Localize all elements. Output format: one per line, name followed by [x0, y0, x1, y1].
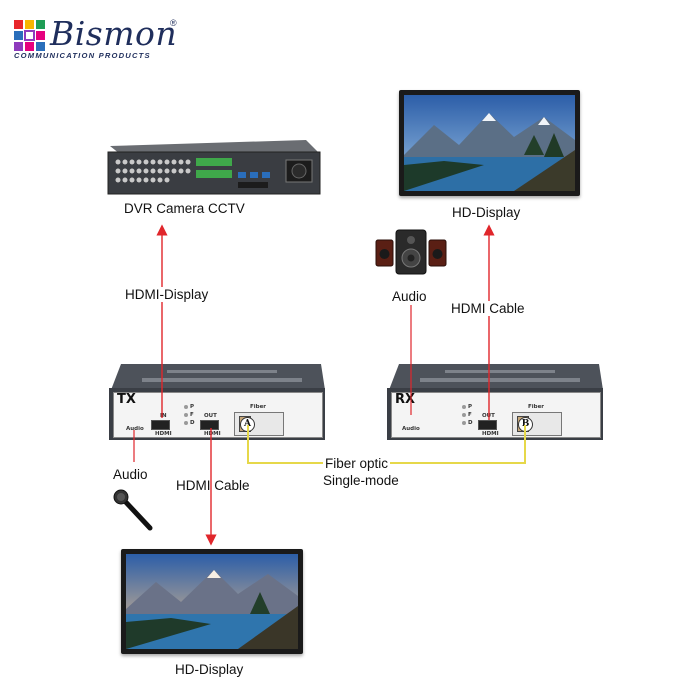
tx-led-d-label: D — [190, 420, 195, 426]
speaker-audio-label: Audio — [392, 289, 427, 304]
tx-led-f-label: F — [190, 412, 194, 418]
logo-brand-text: Bismon — [50, 14, 178, 53]
fiber-label-line2: Single-mode — [323, 473, 399, 488]
rx-hdmi-out-port — [478, 420, 497, 430]
dvr-device-icon — [107, 140, 321, 195]
logo-mark-icon — [14, 20, 45, 51]
hd-display-top-label: HD-Display — [452, 205, 521, 220]
tx-led-f — [184, 413, 188, 417]
tx-led-d — [184, 421, 188, 425]
landscape-image-icon — [404, 95, 575, 191]
rx-fiber-label: Fiber — [528, 404, 545, 410]
rx-led-p — [462, 405, 466, 409]
bismon-logo: Bismon ® COMMUNICATION PRODUCTS — [14, 14, 184, 66]
tx-hdmi-out-label: HDMI — [204, 431, 221, 437]
speaker-icon — [375, 229, 447, 275]
logo-tagline: COMMUNICATION PRODUCTS — [14, 51, 151, 60]
rx-converter: RX Audio P F D OUT HDMI Fiber B — [385, 362, 605, 442]
tx-audio-port-label: Audio — [126, 426, 144, 432]
rx-hdmi-out-label: HDMI — [482, 431, 499, 437]
microphone-icon — [113, 489, 153, 531]
tx-led-p — [184, 405, 188, 409]
dvr-label: DVR Camera CCTV — [124, 201, 245, 216]
rx-tag: RX — [395, 392, 416, 407]
rx-display-link-label: HDMI Cable — [449, 301, 527, 316]
tx-hdmi-out-port — [200, 420, 219, 430]
hd-display-top — [399, 90, 580, 196]
tx-hdmi-in-label: HDMI — [155, 431, 172, 437]
tx-front-panel — [113, 392, 323, 438]
rx-led-p-label: P — [468, 404, 473, 410]
fiber-label-line1: Fiber optic — [323, 456, 391, 471]
rx-led-d-label: D — [468, 420, 473, 426]
tx-fiber-label: Fiber — [250, 404, 267, 410]
tx-in-label: IN — [160, 413, 167, 419]
rx-led-d — [462, 421, 466, 425]
tx-display-link-label: HDMI Cable — [176, 478, 250, 493]
hd-display-bottom-label: HD-Display — [175, 662, 244, 677]
tx-converter: TX Audio IN HDMI P F D OUT HDMI Fiber A — [107, 362, 327, 442]
tx-tag: TX — [117, 392, 136, 407]
tx-out-label: OUT — [204, 413, 217, 419]
hd-display-bottom — [121, 549, 303, 654]
logo-registered-mark: ® — [170, 18, 177, 28]
rx-front-panel — [391, 392, 601, 438]
rx-audio-port-label: Audio — [402, 426, 420, 432]
rx-led-f-label: F — [468, 412, 472, 418]
landscape-image-icon — [126, 554, 298, 649]
dvr-link-label: HDMI-Display — [123, 287, 211, 302]
tx-hdmi-in-port — [151, 420, 170, 430]
rx-led-f — [462, 413, 466, 417]
tx-led-p-label: P — [190, 404, 195, 410]
mic-audio-label: Audio — [113, 467, 148, 482]
